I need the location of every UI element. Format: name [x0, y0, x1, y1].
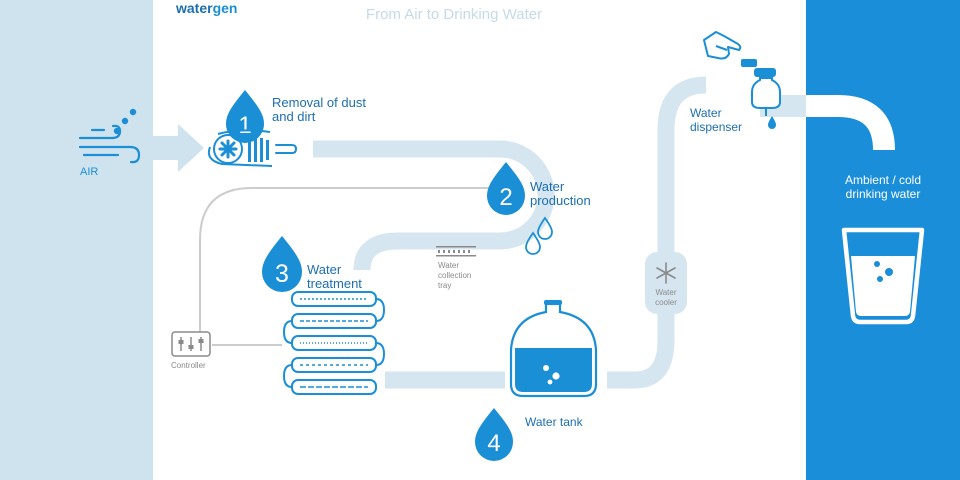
- step-2-label-line1: Water: [530, 179, 565, 194]
- output-label-line1: Ambient / cold: [845, 173, 921, 187]
- step-3-label-line1: Water: [307, 262, 342, 277]
- step-2-label-line2: production: [530, 193, 591, 208]
- pipe-upper: [313, 140, 555, 271]
- tray-label-line2: collection: [438, 271, 471, 280]
- step-1-number: 1: [238, 112, 251, 139]
- logo-text-1: water: [175, 0, 213, 16]
- collection-tray-icon: [436, 246, 476, 257]
- step-1-label-line2: and dirt: [272, 109, 316, 124]
- tank-icon: [509, 300, 598, 398]
- output-label-line2: drinking water: [846, 187, 921, 201]
- air-droplets: [113, 108, 137, 135]
- air-arrow: [153, 124, 204, 172]
- wind-icon: [78, 124, 141, 164]
- pipe-to-dispenser: [607, 76, 707, 389]
- faucet-icon: [741, 59, 781, 129]
- step-3-label-line2: treatment: [307, 276, 362, 291]
- droplet-icon: [262, 236, 302, 292]
- step-4-number: 4: [487, 430, 500, 457]
- step-1-label-line1: Removal of dust: [272, 95, 366, 110]
- svg-text:watergen: watergen: [175, 0, 237, 16]
- controller-icon: [171, 331, 211, 357]
- dispenser-label-line2: dispenser: [690, 120, 742, 134]
- air-label: AIR: [80, 166, 98, 178]
- filter-icon: [248, 138, 269, 162]
- output-panel: [806, 0, 960, 480]
- pipe-output: [806, 95, 895, 151]
- fan-icon: [213, 134, 243, 164]
- droplet-icon: [487, 162, 525, 215]
- cooler-label-line2: cooler: [655, 298, 677, 307]
- droplet-icon: [475, 408, 513, 461]
- airflow-out-icon: [275, 144, 297, 154]
- tray-label-line3: tray: [438, 281, 451, 290]
- logo-text-2: gen: [213, 0, 238, 16]
- step-3-number: 3: [275, 260, 289, 288]
- glass-icon: [841, 227, 925, 325]
- tray-label-line1: Water: [438, 261, 459, 270]
- water-tank-label: Water tank: [525, 415, 584, 429]
- control-line: [199, 187, 520, 340]
- fan-filter-unit: [207, 129, 273, 167]
- step-2-number: 2: [499, 184, 512, 211]
- page-title: From Air to Drinking Water: [366, 6, 542, 23]
- dispenser-label-line1: Water: [690, 106, 722, 120]
- input-panel: [0, 0, 153, 480]
- falling-drops-icon: [525, 216, 553, 255]
- hand-icon: [703, 31, 742, 60]
- snowflake-icon: [656, 262, 676, 284]
- filter-stack-icon: [282, 291, 386, 395]
- cooler-label-line1: Water: [655, 288, 676, 297]
- filter-stack-pattern: [300, 298, 368, 388]
- controller-label: Controller: [171, 361, 206, 370]
